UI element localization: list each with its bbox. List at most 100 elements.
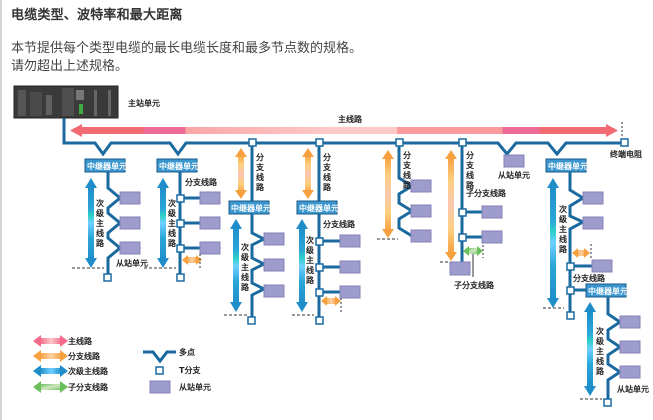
- trunk-t-branches: [248, 138, 629, 147]
- slave-unit: [619, 340, 641, 354]
- branch-line-arrow-icon: [33, 350, 68, 362]
- sub-trunk-arrow: [157, 178, 169, 268]
- slave-unit: [591, 259, 613, 273]
- t-branch-icon: [176, 194, 185, 203]
- branch-line-label: 分支线路: [465, 150, 475, 190]
- legend-item-sub-branch: 子分支线路: [33, 381, 109, 393]
- sub-trunk-arrow: [85, 178, 97, 268]
- page-left-border: [0, 0, 2, 420]
- slave-unit: [410, 204, 432, 218]
- sub-branch-length-arrow: [463, 246, 483, 256]
- slave-unit-icon: [149, 380, 171, 394]
- legend-item-slave-unit: 从站单元: [149, 380, 211, 394]
- sub-branch-label: 子分支线路: [454, 280, 495, 290]
- description-line-1: 本节提供每个类型电缆的最长电缆长度和最多节点数的规格。: [11, 41, 363, 56]
- t-branch-icon: [566, 286, 575, 295]
- slave-unit: [410, 179, 432, 193]
- t-branch-icon: [315, 237, 324, 246]
- section-title: 电缆类型、波特率和最大距离: [11, 8, 183, 23]
- svg-text:从站单元: 从站单元: [179, 382, 211, 392]
- t-branch-icon: [248, 138, 257, 147]
- repeater-unit: 中继器单元: [228, 200, 271, 215]
- repeater-unit: 中继器单元: [84, 158, 127, 173]
- svg-text:中继器单元: 中继器单元: [588, 286, 628, 296]
- t-branch-icon: [458, 233, 467, 242]
- sub-branch-label: 子分支线路: [466, 188, 507, 198]
- slave-unit: [619, 365, 641, 379]
- description-line-2: 请勿超出上述规格。: [11, 59, 129, 74]
- branch-length-arrow: [321, 296, 341, 306]
- slave-unit: [263, 258, 285, 272]
- slave-unit: [410, 229, 432, 243]
- slave-unit-label: 从站单元: [498, 170, 530, 180]
- sub-trunk-label: 次级主线路: [305, 235, 315, 285]
- branch-length-arrow: [572, 248, 590, 258]
- repeater-unit: 中继器单元: [156, 158, 199, 173]
- t-branch-icon: [176, 244, 185, 253]
- branch-length-arrow: [382, 150, 394, 238]
- t-branch-icon: [315, 263, 324, 272]
- section-description: 本节提供每个类型电缆的最长电缆长度和最多节点数的规格。 请勿超出上述规格。: [11, 40, 362, 76]
- branch-line-label: 分支线路: [573, 273, 606, 283]
- svg-text:T分支: T分支: [179, 365, 201, 375]
- slave-unit: [263, 232, 285, 246]
- sub-trunk-arrow: [230, 219, 242, 312]
- t-branch-icon: [155, 366, 164, 375]
- slave-unit: [339, 285, 361, 299]
- branch-line-label: 分支线路: [323, 219, 356, 229]
- sub-trunk-label: 次级主线路: [95, 198, 105, 248]
- svg-text:多点: 多点: [179, 347, 195, 357]
- slave-unit-label: 从站单元: [116, 258, 148, 268]
- slave-unit: [263, 284, 285, 298]
- t-branch-icon: [315, 316, 324, 325]
- t-branch-icon: [315, 288, 324, 297]
- slave-unit: [119, 191, 141, 205]
- branch-line: [397, 146, 415, 238]
- branch-line-label: 分支线路: [255, 152, 265, 192]
- branch-line-label: 分支线路: [322, 152, 332, 192]
- slave-unit: [339, 260, 361, 274]
- t-branch-icon: [458, 138, 467, 147]
- sub-trunk-arrow: [547, 178, 559, 308]
- repeater-unit: 中继器单元: [545, 158, 588, 173]
- sub-branch-arrow-icon: [33, 381, 68, 393]
- legend: 主线路 分支线路 次级主线路 子分支线路: [33, 335, 211, 394]
- repeater-unit: 中继器单元: [296, 200, 339, 215]
- slave-unit: [199, 191, 221, 205]
- slave-unit: [481, 205, 503, 219]
- slave-unit: [481, 230, 503, 244]
- sub-trunk-arrow-icon: [33, 365, 68, 377]
- slave-unit: [503, 154, 525, 168]
- sub-trunk-label: 次级主线路: [240, 242, 250, 292]
- svg-text:分支线路: 分支线路: [68, 351, 101, 361]
- repeater-unit: 中继器单元: [585, 283, 628, 298]
- slave-unit: [199, 241, 221, 255]
- sub-trunk-label: 次级主线路: [558, 204, 568, 254]
- t-branch-icon: [176, 273, 185, 282]
- branch-line-label: 分支线路: [185, 177, 218, 187]
- branch-length-arrow: [182, 255, 202, 265]
- slave-unit-label: 从站单元: [617, 384, 649, 394]
- slave-unit: [619, 315, 641, 329]
- legend-item-multidrop: 多点: [143, 347, 195, 364]
- master-unit: [13, 85, 119, 119]
- t-branch-icon: [103, 273, 112, 282]
- legend-item-branch-line: 分支线路: [33, 350, 101, 362]
- terminator-icon: [620, 138, 629, 147]
- slave-unit: [119, 216, 141, 230]
- t-branch-icon: [247, 316, 256, 325]
- t-branch-icon: [566, 262, 575, 271]
- t-branch-icon: [315, 138, 324, 147]
- branch-length-arrow: [235, 148, 247, 199]
- svg-text:中继器单元: 中继器单元: [299, 203, 339, 213]
- slave-unit: [199, 216, 221, 230]
- sub-trunk-arrow: [296, 219, 308, 312]
- sub-trunk-line: [250, 214, 268, 318]
- slave-unit: [119, 241, 141, 255]
- branch-line-label: 分支线路: [402, 150, 412, 190]
- slave-unit: [582, 191, 604, 205]
- master-unit-label: 主站单元: [128, 98, 160, 108]
- main-line-arrow-icon: [33, 335, 68, 347]
- trunk-line-label: 主线路: [338, 114, 363, 124]
